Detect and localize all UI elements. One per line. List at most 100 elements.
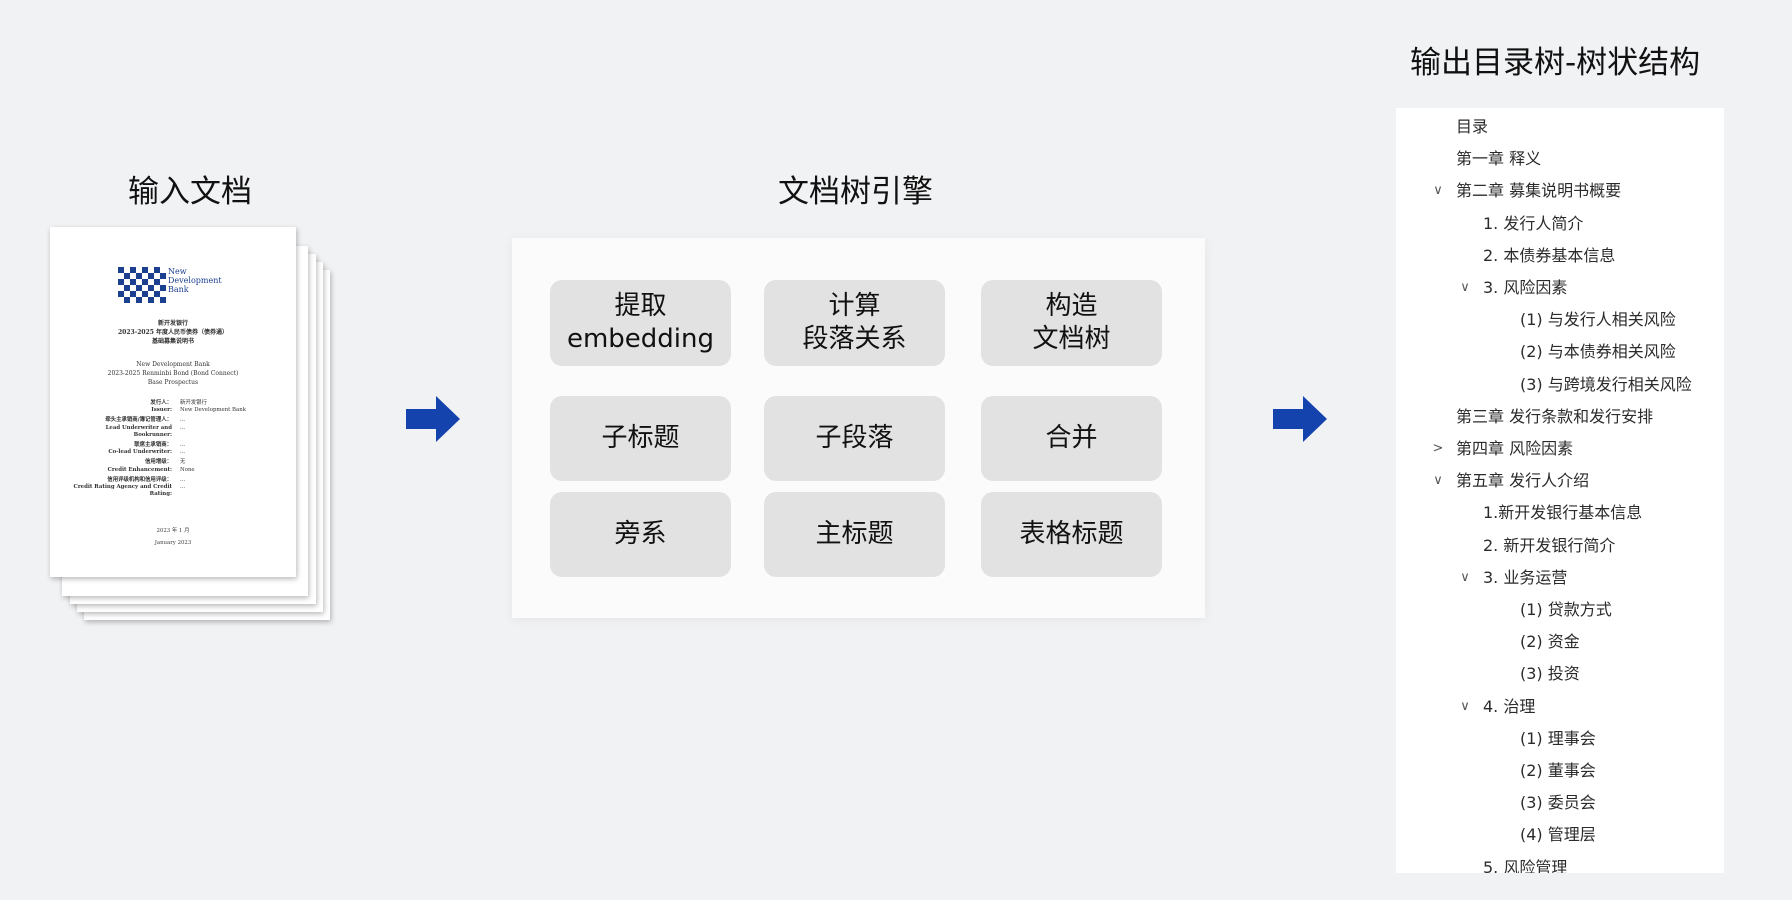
title-en-line: 2023-2025 Renminbi Bond (Bond Connect) xyxy=(107,370,239,377)
tree-node: (1) 贷款方式 xyxy=(1396,594,1724,626)
chevron-down-icon[interactable]: ∨ xyxy=(1460,698,1470,714)
chevron-down-icon[interactable]: ∨ xyxy=(1460,280,1470,295)
arrow-right-icon xyxy=(406,396,460,442)
tree-node: 第一章 释义 xyxy=(1396,143,1724,175)
chevron-down-icon[interactable]: ∨ xyxy=(1460,569,1470,585)
tree-node: (3) 委员会 xyxy=(1396,787,1724,819)
bank-logo-icon xyxy=(118,267,166,303)
engine-node-merge: 合并 xyxy=(981,396,1162,481)
logo-square xyxy=(124,273,130,279)
tree-node-label: (1) 理事会 xyxy=(1520,728,1596,748)
tree-node-label: 3. 风险因素 xyxy=(1483,278,1568,297)
title-cn-line: 基础募集说明书 xyxy=(151,338,194,345)
tree-node-label: 2. 新开发银行简介 xyxy=(1483,535,1616,555)
field-label: Credit Rating Agency and Credit Rating: xyxy=(73,484,172,498)
chevron-down-icon[interactable]: ∨ xyxy=(1433,473,1443,489)
document-field-row: 联席主承销商：... xyxy=(68,442,278,449)
engine-step-compute-relations: 计算 段落关系 xyxy=(764,280,945,366)
engine-heading: 文档树引擎 xyxy=(778,174,933,210)
tree-node-label: 4. 治理 xyxy=(1483,696,1536,716)
title-en-line: Base Prospectus xyxy=(147,379,199,386)
logo-square xyxy=(136,285,142,291)
tree-node[interactable]: ∨ 3. 业务运营 xyxy=(1396,562,1724,594)
tree-node[interactable]: ∨ 第五章 发行人介绍 xyxy=(1396,465,1724,497)
tree-node-label: 第二章 募集说明书概要 xyxy=(1456,181,1622,201)
logo-square xyxy=(124,297,130,303)
field-value: 新开发银行 xyxy=(180,400,207,406)
tree-node: (2) 董事会 xyxy=(1396,755,1724,787)
engine-step-build-tree: 构造 文档树 xyxy=(981,280,1162,366)
tree-node: 目录 xyxy=(1396,111,1724,143)
tree-node-label: (3) 委员会 xyxy=(1520,793,1596,813)
tree-node: 2. 本债券基本信息 xyxy=(1396,240,1724,272)
field-label: 联席主承销商： xyxy=(134,442,172,449)
tree-node[interactable]: ∨ 4. 治理 xyxy=(1396,691,1724,723)
date-en: January 2023 xyxy=(154,540,192,546)
field-label: 牵头主承销商/簿记管理人： xyxy=(105,417,172,424)
document-title-cn: 新开发银行 2023-2025 年度人民币债券（债券通） 基础募集说明书 xyxy=(50,319,296,346)
logo-square xyxy=(118,267,124,273)
tree-node-label: (1) 与发行人相关风险 xyxy=(1520,310,1676,330)
engine-node-table-title: 表格标题 xyxy=(981,492,1162,577)
tree-node-label: 5. 风险管理 xyxy=(1483,857,1568,873)
tree-node-label: 第五章 发行人介绍 xyxy=(1456,471,1590,491)
output-tree-heading: 输出目录树-树状结构 xyxy=(1410,45,1701,81)
chevron-down-icon[interactable]: ∨ xyxy=(1433,183,1443,199)
tree-node: 1.新开发银行基本信息 xyxy=(1396,497,1724,529)
document-title-en: New Development Bank 2023-2025 Renminbi … xyxy=(50,360,296,387)
tree-node: (3) 投资 xyxy=(1396,658,1724,690)
engine-node-collateral: 旁系 xyxy=(550,492,731,577)
tree-node: (1) 理事会 xyxy=(1396,723,1724,755)
document-field-row: 信用增级：无 xyxy=(68,459,278,466)
title-en-line: New Development Bank xyxy=(136,361,210,368)
field-label: 发行人： xyxy=(150,400,172,406)
tree-node[interactable]: ∨ 3. 风险因素 xyxy=(1396,272,1724,304)
field-label: Co-lead Underwriter: xyxy=(108,449,172,456)
field-value: ... xyxy=(180,484,186,491)
field-label: 信用增级： xyxy=(145,459,172,466)
field-label: Lead Underwriter and Bookrunner: xyxy=(105,424,172,438)
logo-square xyxy=(118,279,124,285)
logo-square xyxy=(142,291,148,297)
tree-node-label: (1) 贷款方式 xyxy=(1520,600,1612,619)
tree-node[interactable]: ∨ 第二章 募集说明书概要 xyxy=(1396,175,1724,207)
output-toc-tree: 目录第一章 释义 ∨ 第二章 募集说明书概要 1. 发行人简介 2. 本债券基本信息 ∨ 3… xyxy=(1396,108,1724,873)
tree-node: 2. 新开发银行简介 xyxy=(1396,530,1724,562)
logo-square xyxy=(154,267,160,273)
tree-node[interactable]: > 第四章 风险因素 xyxy=(1396,433,1724,465)
tree-node-label: 1. 发行人简介 xyxy=(1483,213,1584,233)
chevron-right-icon[interactable]: > xyxy=(1432,441,1444,456)
tree-node-label: (2) 资金 xyxy=(1520,632,1580,652)
document-field-row: Issuer: New Development Bank xyxy=(68,407,278,414)
field-value: ... xyxy=(180,476,186,483)
logo-square xyxy=(148,285,154,291)
engine-step-extract-embedding: 提取 embedding xyxy=(550,280,731,366)
engine-node-subtitle: 子标题 xyxy=(550,396,731,481)
document-tree-engine-panel: 提取 embedding 计算 段落关系 构造 文档树 子标题 子段落 合并 旁… xyxy=(512,238,1205,618)
field-label: Issuer: xyxy=(151,407,172,414)
input-document-heading: 输入文档 xyxy=(128,174,252,210)
field-value: ... xyxy=(180,424,186,431)
arrow-right-icon xyxy=(1273,396,1327,442)
tree-node-label: (3) 投资 xyxy=(1520,664,1580,684)
field-value: ... xyxy=(180,449,186,456)
document-field-row: Co-lead Underwriter:... xyxy=(68,449,278,456)
document-field-row: Credit Rating Agency and Credit Rating:.… xyxy=(68,484,278,498)
logo-square xyxy=(142,267,148,273)
tree-node: (2) 与本债券相关风险 xyxy=(1396,336,1724,368)
tree-node-label: 3. 业务运营 xyxy=(1483,567,1568,587)
tree-node-label: (2) 董事会 xyxy=(1520,761,1596,780)
logo-square xyxy=(136,297,142,303)
tree-node-label: (2) 与本债券相关风险 xyxy=(1520,342,1676,362)
document-cover-page: New Development Bank 新开发银行 2023-2025 年度人… xyxy=(50,227,296,577)
logo-square xyxy=(142,279,148,285)
field-label: Credit Enhancement: xyxy=(107,466,172,473)
logo-square xyxy=(160,273,166,279)
logo-square xyxy=(160,297,166,303)
tree-node: (3) 与跨境发行相关风险 xyxy=(1396,369,1724,401)
document-fields: 发行人： 新开发银行 Issuer: New Development Bank 牵头主承… xyxy=(68,400,278,501)
tree-node-label: 第四章 风险因素 xyxy=(1456,439,1574,458)
field-value: New Development Bank xyxy=(180,407,246,414)
logo-square xyxy=(130,267,136,273)
document-field-row: 信用评级机构和信用评级：... xyxy=(68,477,278,484)
